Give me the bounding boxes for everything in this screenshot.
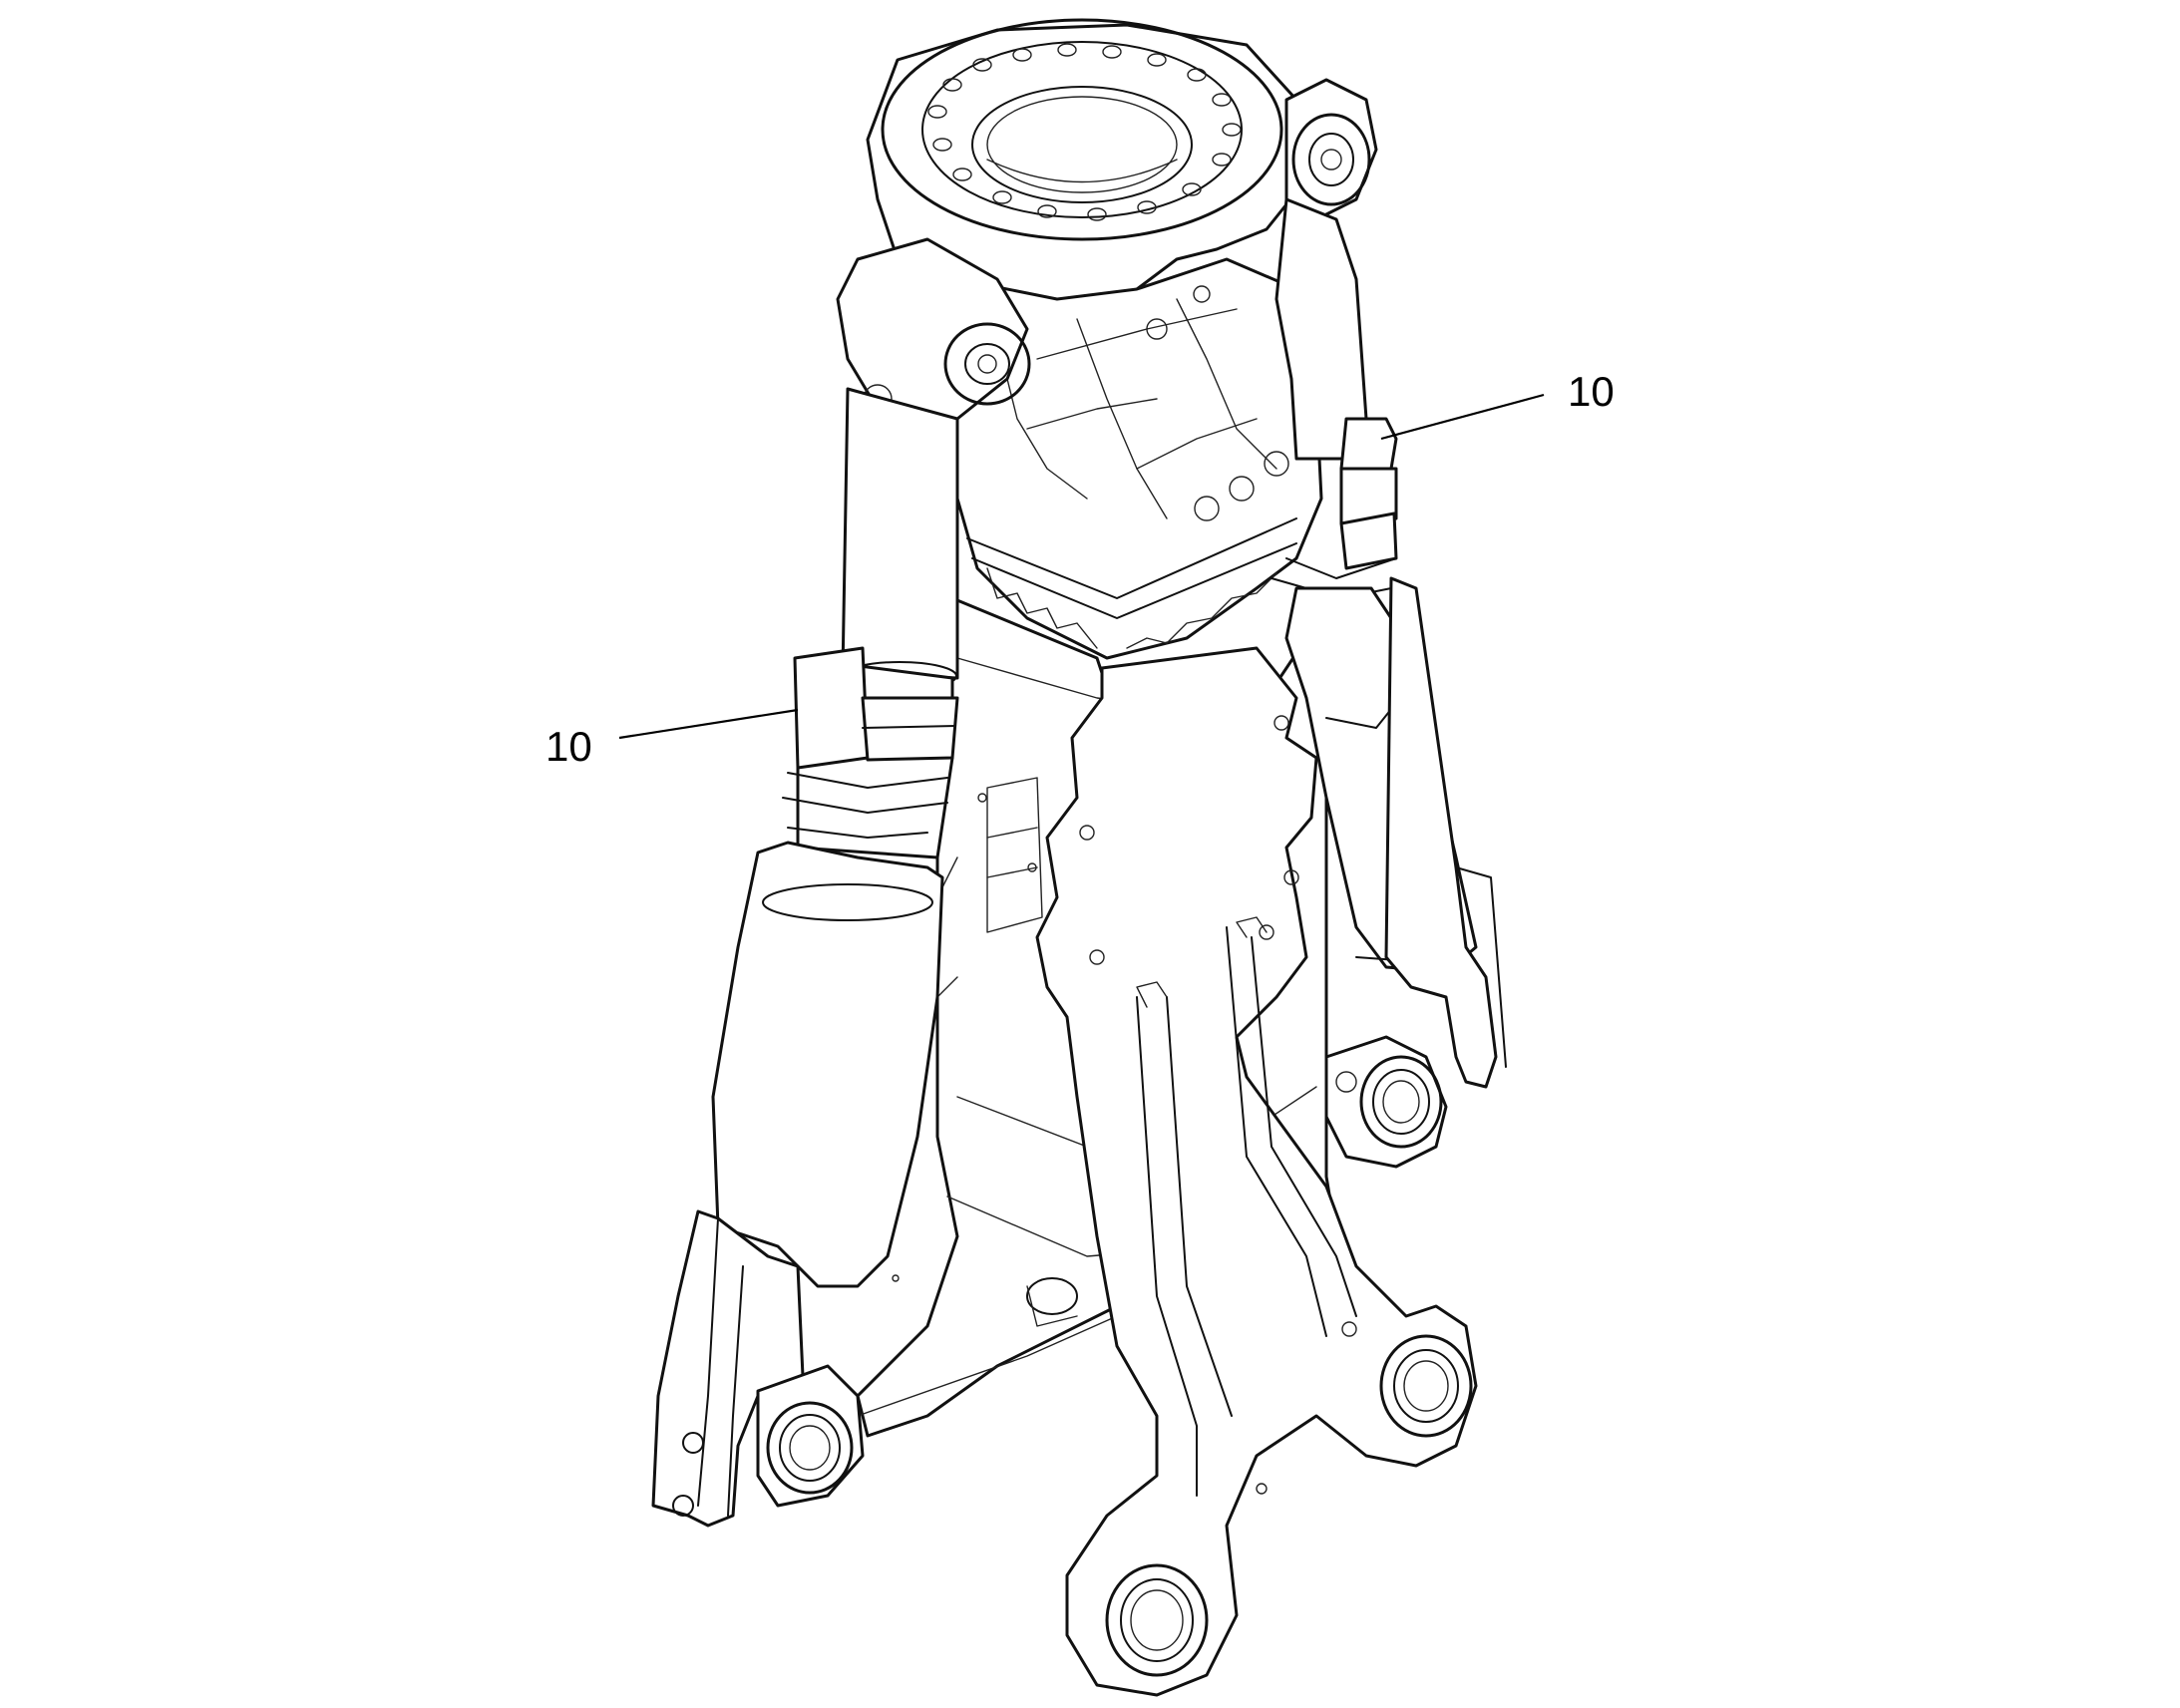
- callout-leader-left: [618, 708, 799, 740]
- left-cylinder: [651, 646, 959, 1528]
- bolt-holes: [927, 43, 1242, 221]
- callout-leader-upper-right: [1380, 393, 1545, 441]
- left-upper-arm: [836, 237, 1031, 691]
- slewing-ring-housing: [866, 18, 1378, 321]
- right-cylinder: [1284, 576, 1507, 1169]
- clamp-ring-right: [1271, 417, 1398, 599]
- right-upper-arm: [1271, 197, 1398, 599]
- callout-upper-right: 10: [1380, 368, 1615, 441]
- gearbox-block: [945, 257, 1323, 660]
- callout-left: 10: [545, 708, 799, 770]
- central-spine: [977, 646, 1478, 1697]
- clamp-ring-left: [782, 646, 959, 839]
- callout-label-left: 10: [545, 723, 592, 770]
- rear-mount: [1026, 1277, 1078, 1327]
- callout-label-upper-right: 10: [1568, 368, 1615, 415]
